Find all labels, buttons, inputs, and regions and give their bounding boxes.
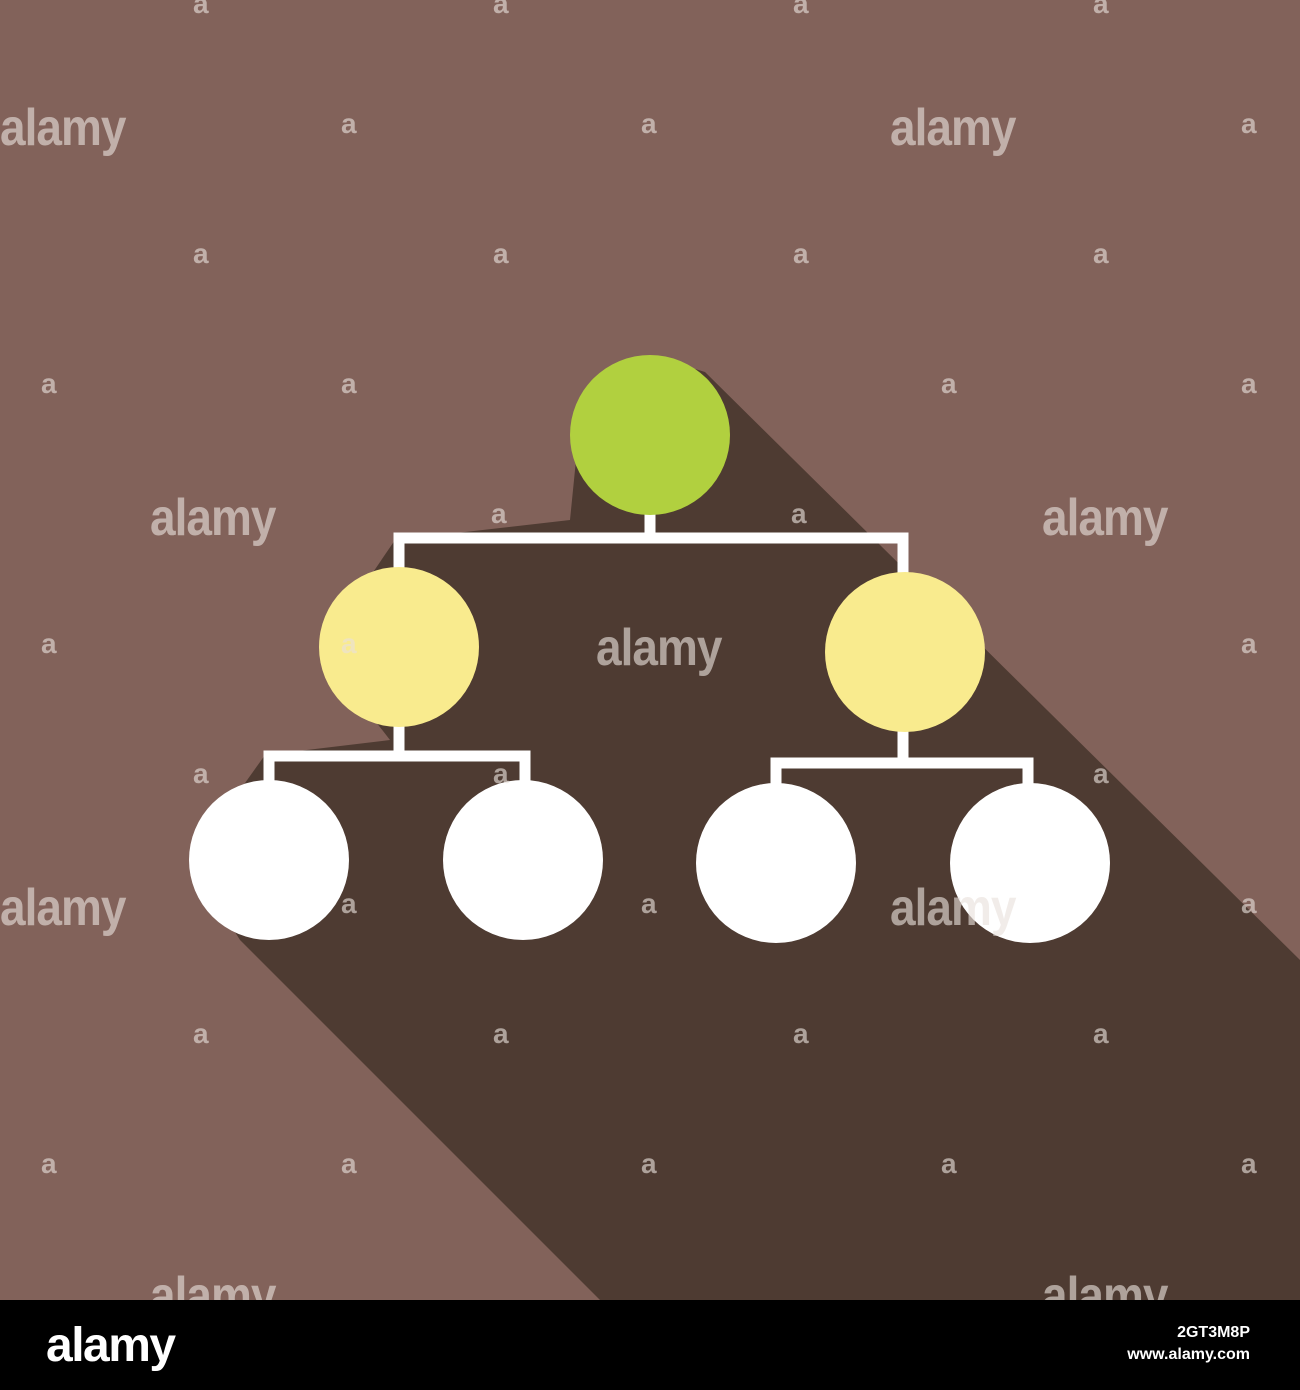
middle-node-2 xyxy=(825,572,985,732)
root-node xyxy=(570,355,730,515)
image-info: 2GT3M8P www.alamy.com xyxy=(1127,1322,1250,1366)
hierarchy-diagram xyxy=(189,355,1300,1300)
diagram-canvas xyxy=(189,355,1300,1300)
image-id: 2GT3M8P xyxy=(1177,1324,1250,1341)
footer-bar: alamy 2GT3M8P www.alamy.com xyxy=(0,1300,1300,1390)
nodes xyxy=(189,355,1110,943)
leaf-node-2 xyxy=(443,780,603,940)
leaf-node-3 xyxy=(696,783,856,943)
leaf-node-4 xyxy=(950,783,1110,943)
leaf-node-1 xyxy=(189,780,349,940)
site-url: www.alamy.com xyxy=(1127,1346,1250,1363)
alamy-logo: alamy xyxy=(46,1319,176,1372)
middle-node-1 xyxy=(319,567,479,727)
